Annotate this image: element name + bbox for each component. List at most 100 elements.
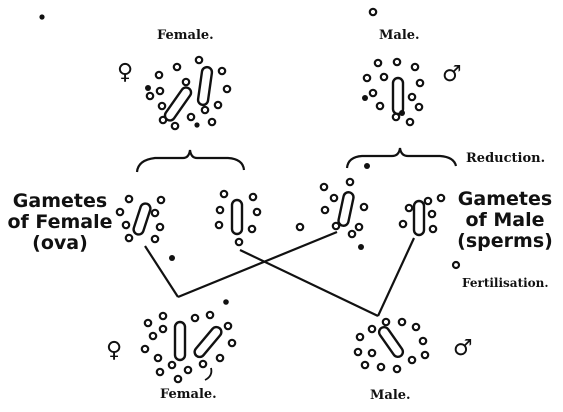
chromosome-ring [375,101,385,111]
chromosome-ring [379,72,389,82]
chromosome-ring [411,322,421,332]
stray-ring [451,260,461,270]
chromosome-ring [156,195,166,205]
chromosome-ring [407,92,417,102]
chromosome-ring [347,229,357,239]
chromosome-ring [295,222,305,232]
male-offspring-label: Male. [370,388,411,403]
chromosome-ring [186,112,196,122]
sperm-1 [295,177,369,250]
chromosome-ring [367,348,377,358]
stray-dot [364,163,370,169]
chromosome-ring [368,88,378,98]
chromosome-ring [158,311,168,321]
reduction-brace-male [345,147,458,169]
chromosome-ring [362,73,372,83]
fertilisation-line [177,230,338,299]
chromosome-ring [248,192,258,202]
chromosome-ring [124,194,134,204]
stroke-mark [204,367,213,381]
chromosome-ring [222,84,232,94]
chromosome-ring [414,102,424,112]
chromosome-dot [358,244,364,250]
chromosome-ring [190,313,200,323]
chromosome-rod [132,202,152,236]
chromosome-ring [247,224,257,234]
chromosome-dot [362,95,368,101]
gametes-female-line-2: of Female [7,211,113,233]
chromosome-ring [360,360,370,370]
chromosome-ring [252,207,262,217]
gametes-male-line-3: (sperms) [457,230,553,252]
chromosome-ring [124,233,134,243]
female-parent-cell [145,55,232,131]
chromosome-ring [217,66,227,76]
sperm-2 [398,193,446,237]
stray-dot [39,14,45,20]
female-symbol: ♀ [117,60,134,85]
chromosome-ring [150,234,160,244]
male-symbol: ♂ [453,336,473,361]
chromosome-ring [158,324,168,334]
chromosome-ring [223,321,233,331]
chromosome-ring [157,101,167,111]
chromosome-ring [181,77,191,87]
chromosome-ring [200,105,210,115]
female-offspring-label: Female. [160,387,217,402]
stray-dot [169,255,175,261]
fertilisation-line [144,245,179,298]
chromosome-ring [410,62,420,72]
chromosome-ring [215,353,225,363]
fertilisation-label: Fertilisation. [462,276,549,290]
gametes-female-line-1: Gametes [12,190,108,212]
chromosome-ring [331,221,341,231]
ovum-1 [115,194,166,244]
chromosome-ring [207,117,217,127]
chromosome-ring [415,78,425,88]
chromosome-ring [319,182,329,192]
ovum-2 [214,189,262,247]
chromosome-ring [158,115,168,125]
gametes-female-line-3: (ova) [32,232,88,254]
gametes-male-line-1: Gametes [457,188,553,210]
chromosome-ring [155,367,165,377]
chromosome-ring [172,62,182,72]
chromosome-ring [167,360,177,370]
chromosome-ring [155,222,165,232]
chromosome-ring [405,117,415,127]
chromosome-rod [196,65,214,107]
stray-ring [368,7,378,17]
male-parent-cell [362,57,425,127]
female-parent-label: Female. [157,28,214,43]
chromosome-ring [376,362,386,372]
chromosome-ring [170,121,180,131]
chromosome-rod [337,191,355,227]
chromosome-ring [436,193,446,203]
chromosome-ring [407,355,417,365]
chromosome-ring [355,332,365,342]
fertilisation-line [377,237,415,317]
chromosome-ring [359,202,369,212]
chromosome-rod [230,198,244,236]
chromosome-ring [145,91,155,101]
chromosome-ring [418,336,428,346]
chromosome-ring [214,220,224,230]
chromosome-ring [367,324,377,334]
chromosome-ring [194,55,204,65]
chromosome-ring [329,193,339,203]
reduction-label: Reduction. [466,151,546,166]
chromosome-dot [399,110,405,116]
chromosome-ring [154,70,164,80]
chromosome-ring [148,331,158,341]
gametes-female-label: Gametes of Female (ova) [6,191,114,254]
chromosome-ring [115,207,125,217]
chromosome-ring [213,100,223,110]
chromosome-ring [121,220,131,230]
chromosome-ring [398,219,408,229]
female-symbol: ♀ [106,338,123,363]
chromosome-ring [153,353,163,363]
chromosome-ring [345,177,355,187]
chromosome-ring [140,344,150,354]
